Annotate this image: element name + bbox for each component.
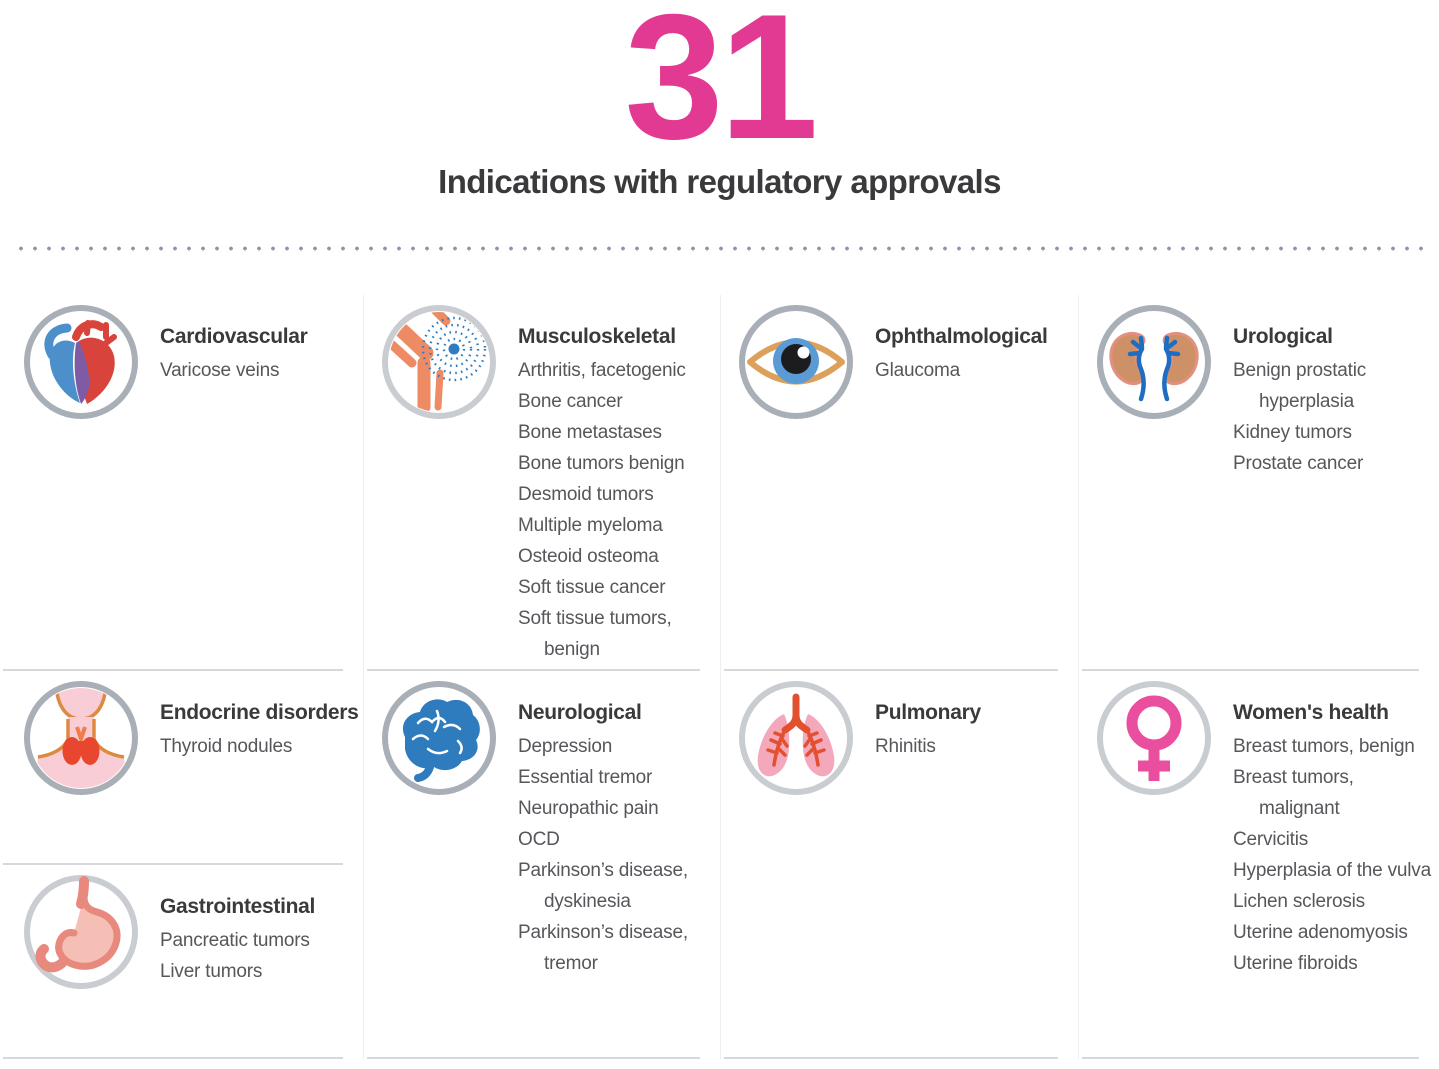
indication-item: OCD: [518, 829, 560, 851]
row-divider: [724, 669, 1058, 672]
indication-item: Lichen sclerosis: [1233, 891, 1365, 913]
category-title: Urological: [1233, 325, 1333, 349]
kidneys-icon: [1097, 305, 1211, 420]
row-divider: [1082, 669, 1419, 672]
indication-item: Bone cancer: [518, 391, 623, 413]
dotted-divider: [14, 246, 1425, 252]
column-1: Cardiovascular Varicose veins: [0, 295, 363, 1060]
indication-item: Soft tissue cancer: [518, 577, 666, 599]
row-divider: [3, 863, 343, 866]
indication-item: Bone tumors benign: [518, 453, 685, 475]
indication-item: Hyperplasia of the vulva: [1233, 860, 1431, 882]
row-divider: [367, 669, 700, 672]
indications-count: 31: [624, 0, 819, 176]
category-title: Pulmonary: [875, 701, 981, 725]
thyroid-icon: [24, 681, 138, 796]
categories-grid: Cardiovascular Varicose veins: [0, 295, 1439, 1060]
indication-item: Parkinson’s disease, tremor: [518, 922, 688, 975]
bottom-divider: [724, 1057, 1058, 1060]
indication-item: Prostate cancer: [1233, 453, 1364, 475]
stomach-icon: [24, 875, 138, 990]
indication-item: Rhinitis: [875, 736, 936, 758]
section-cardiovascular: Cardiovascular Varicose veins: [0, 295, 363, 669]
category-title: Women's health: [1233, 701, 1389, 725]
female-symbol-icon: [1097, 681, 1211, 796]
column-3: Ophthalmological Glaucoma Pulmo: [720, 295, 1078, 1060]
indication-list: Thyroid nodules: [160, 731, 359, 762]
indication-item: Depression: [518, 736, 613, 758]
header: 31 Indications with regulatory approvals: [0, 0, 1439, 201]
category-title: Ophthalmological: [875, 325, 1048, 349]
indication-item: Osteoid osteoma: [518, 546, 659, 568]
indication-item: Breast tumors, benign: [1233, 736, 1415, 758]
indication-item: Kidney tumors: [1233, 422, 1352, 444]
indication-item: Desmoid tumors: [518, 484, 654, 506]
category-title: Musculoskeletal: [518, 325, 676, 349]
brain-icon: [382, 681, 496, 796]
section-endocrine: Endocrine disorders Thyroid nodules: [0, 671, 363, 863]
section-pulmonary: Pulmonary Rhinitis: [721, 671, 1078, 1057]
indication-item: Bone metastases: [518, 422, 662, 444]
indication-item: Breast tumors, malignant: [1233, 767, 1354, 820]
indication-item: Multiple myeloma: [518, 515, 663, 537]
bottom-divider: [367, 1057, 700, 1060]
indication-item: Cervicitis: [1233, 829, 1309, 851]
bottom-divider: [1082, 1057, 1419, 1060]
indication-item: Arthritis, facetogenic: [518, 360, 686, 382]
category-title: Cardiovascular: [160, 325, 308, 349]
category-title: Gastrointestinal: [160, 895, 316, 919]
section-ophthalmological: Ophthalmological Glaucoma: [721, 295, 1078, 669]
indication-item: Soft tissue tumors, benign: [518, 608, 672, 661]
row-divider: [3, 669, 343, 672]
indication-item: Neuropathic pain: [518, 798, 659, 820]
indication-item: Pancreatic tumors: [160, 930, 310, 952]
indication-item: Uterine fibroids: [1233, 953, 1358, 975]
indication-list: Glaucoma: [875, 355, 1048, 386]
indication-list: Rhinitis: [875, 731, 981, 762]
page-title: Indications with regulatory approvals: [438, 162, 1001, 200]
heart-icon: [24, 305, 138, 420]
indication-item: Varicose veins: [160, 360, 280, 382]
lungs-icon: [739, 681, 853, 796]
indication-item: Benign prostatic hyperplasia: [1233, 360, 1367, 413]
category-title: Endocrine disorders: [160, 701, 359, 725]
indication-list: Varicose veins: [160, 355, 308, 386]
indication-item: Parkinson’s disease, dyskinesia: [518, 860, 688, 913]
category-title: Neurological: [518, 701, 642, 725]
indication-item: Thyroid nodules: [160, 736, 293, 758]
indication-item: Liver tumors: [160, 961, 263, 983]
knee-joint-icon: [382, 305, 496, 420]
indication-item: Uterine adenomyosis: [1233, 922, 1408, 944]
indication-item: Glaucoma: [875, 360, 960, 382]
indication-item: Essential tremor: [518, 767, 653, 789]
eye-icon: [739, 305, 853, 420]
bottom-divider: [3, 1057, 343, 1060]
